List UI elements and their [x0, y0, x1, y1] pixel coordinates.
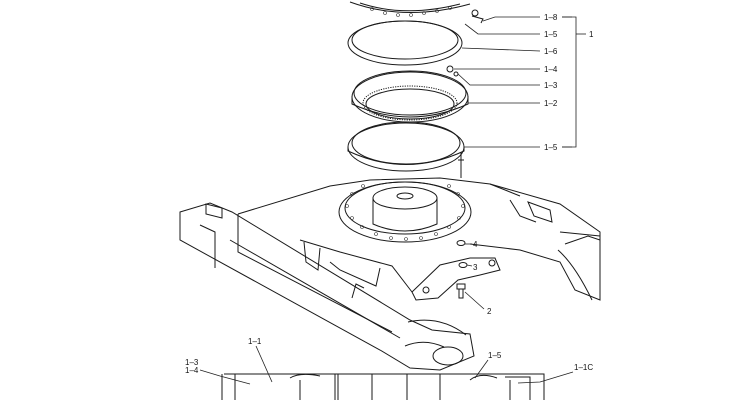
track-frame	[179, 177, 601, 371]
leader-lines	[199, 16, 586, 385]
callout-1-1c: 1–1C	[574, 363, 593, 372]
callout-1: 1	[589, 30, 594, 39]
callout-1-4-low: 1–4	[185, 366, 199, 375]
bearing-section-view	[221, 373, 545, 400]
internal-gear-ring	[351, 70, 469, 123]
plug	[446, 65, 459, 77]
callout-1-8: 1–8	[544, 13, 558, 22]
bearing-outer-ring	[349, 1, 471, 17]
callout-1-2: 1–2	[544, 99, 558, 108]
callout-1-3: 1–3	[544, 81, 558, 90]
frame-mounting-ring	[338, 181, 472, 243]
callout-1-3-low: 1–3	[185, 358, 199, 367]
callout-4: 4	[473, 240, 478, 249]
grease-fitting	[471, 9, 484, 24]
callout-2: 2	[487, 307, 492, 316]
callout-1-1: 1–1	[248, 337, 262, 346]
callout-1-4: 1–4	[544, 65, 558, 74]
callout-1-6: 1–6	[544, 47, 558, 56]
lower-seal	[347, 121, 465, 172]
callout-1-5-mid: 1–5	[544, 143, 558, 152]
callout-1-5-low: 1–5	[488, 351, 502, 360]
callout-1-5-top: 1–5	[544, 30, 558, 39]
callout-3: 3	[473, 263, 478, 272]
seal-ring	[347, 20, 463, 66]
callout-labels: 1–8 1–5 1 1–6 1–4 1–3 1–2 1–5 4 3 2 1–1 …	[185, 13, 594, 375]
